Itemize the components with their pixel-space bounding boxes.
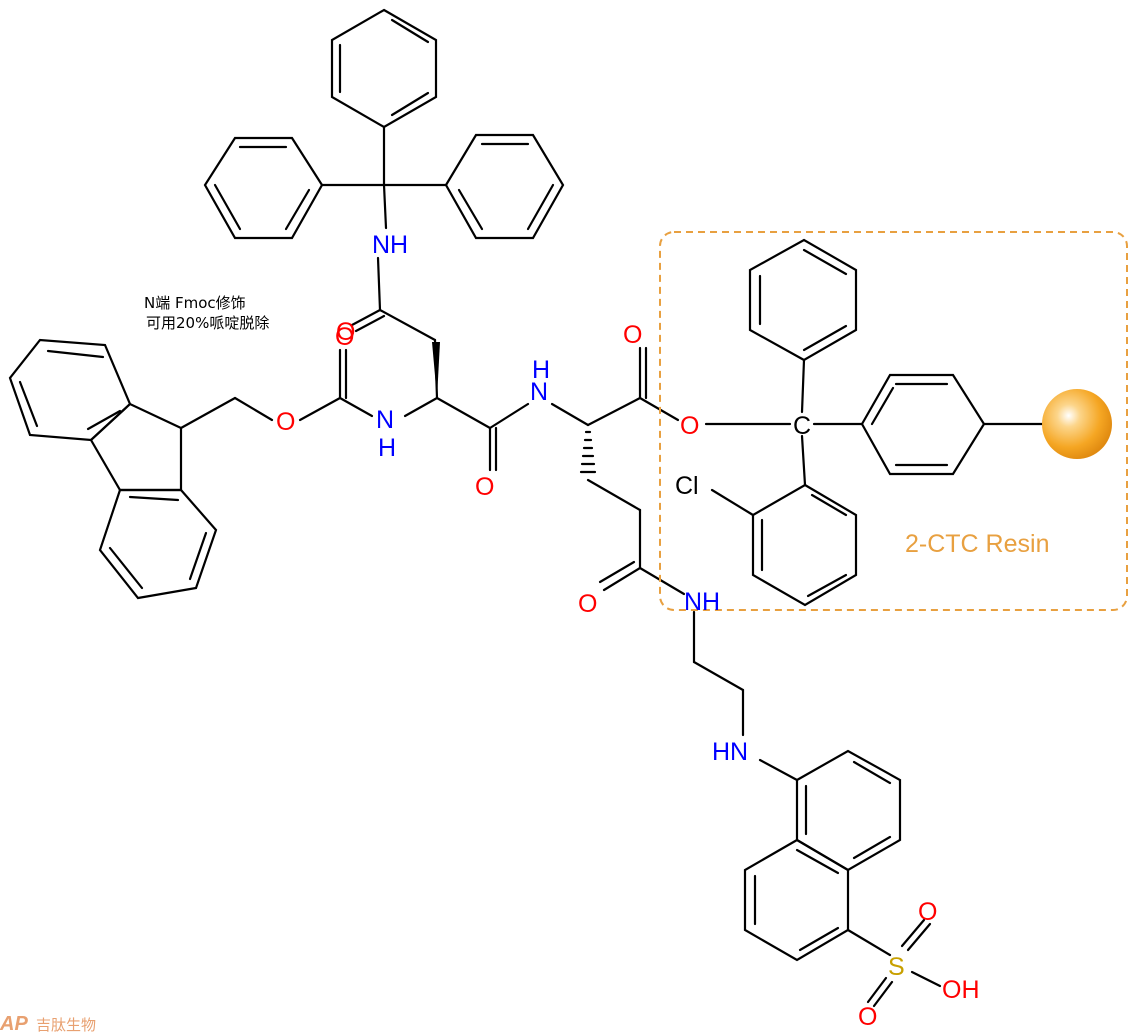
fmoc-group [8,338,374,600]
atom-o-asn-carbonyl: O [475,473,494,501]
atom-o-s1: O [918,898,937,926]
atom-nh-trityl: NH [372,231,408,259]
resin-label: 2-CTC Resin [905,530,1049,558]
asparagine-residue [350,256,530,472]
atom-o-carbamate-carbonyl: O [335,323,354,351]
watermark-text: 吉肽生物 [36,1016,96,1034]
ctc-linker [704,238,1047,607]
atom-oh: OH [942,976,980,1004]
atom-o-glu-carbonyl: O [623,321,642,349]
glutamate-residue [550,346,686,596]
dansyl-group [692,610,942,1008]
atom-cl: Cl [675,472,699,500]
atom-h-asn-alpha: H [378,434,396,462]
atom-nh-amide: NH [684,588,720,616]
atom-o-glu-side: O [578,590,597,618]
atom-o-asn-side: O [336,318,355,346]
atom-c-trityl: C [793,412,811,440]
atom-s: S [888,953,905,981]
atom-n-asn-alpha: N [376,406,394,434]
atom-o-carbamate-ester: O [276,408,295,436]
atom-o-s2: O [858,1003,877,1031]
atom-o-glu-ester: O [680,412,699,440]
annotation-line-1: N端 Fmoc修饰 [144,294,246,312]
annotation-line-2: 可用20%哌啶脱除 [146,314,269,332]
atom-n-glu-alpha: N [530,378,548,406]
trityl-group [203,8,565,240]
watermark-logo: AP [0,1013,28,1035]
atom-hn-dansyl: HN [712,738,748,766]
atom-h-glu-alpha: H [532,356,550,384]
resin-box [659,231,1128,611]
resin-bead [1042,389,1112,459]
